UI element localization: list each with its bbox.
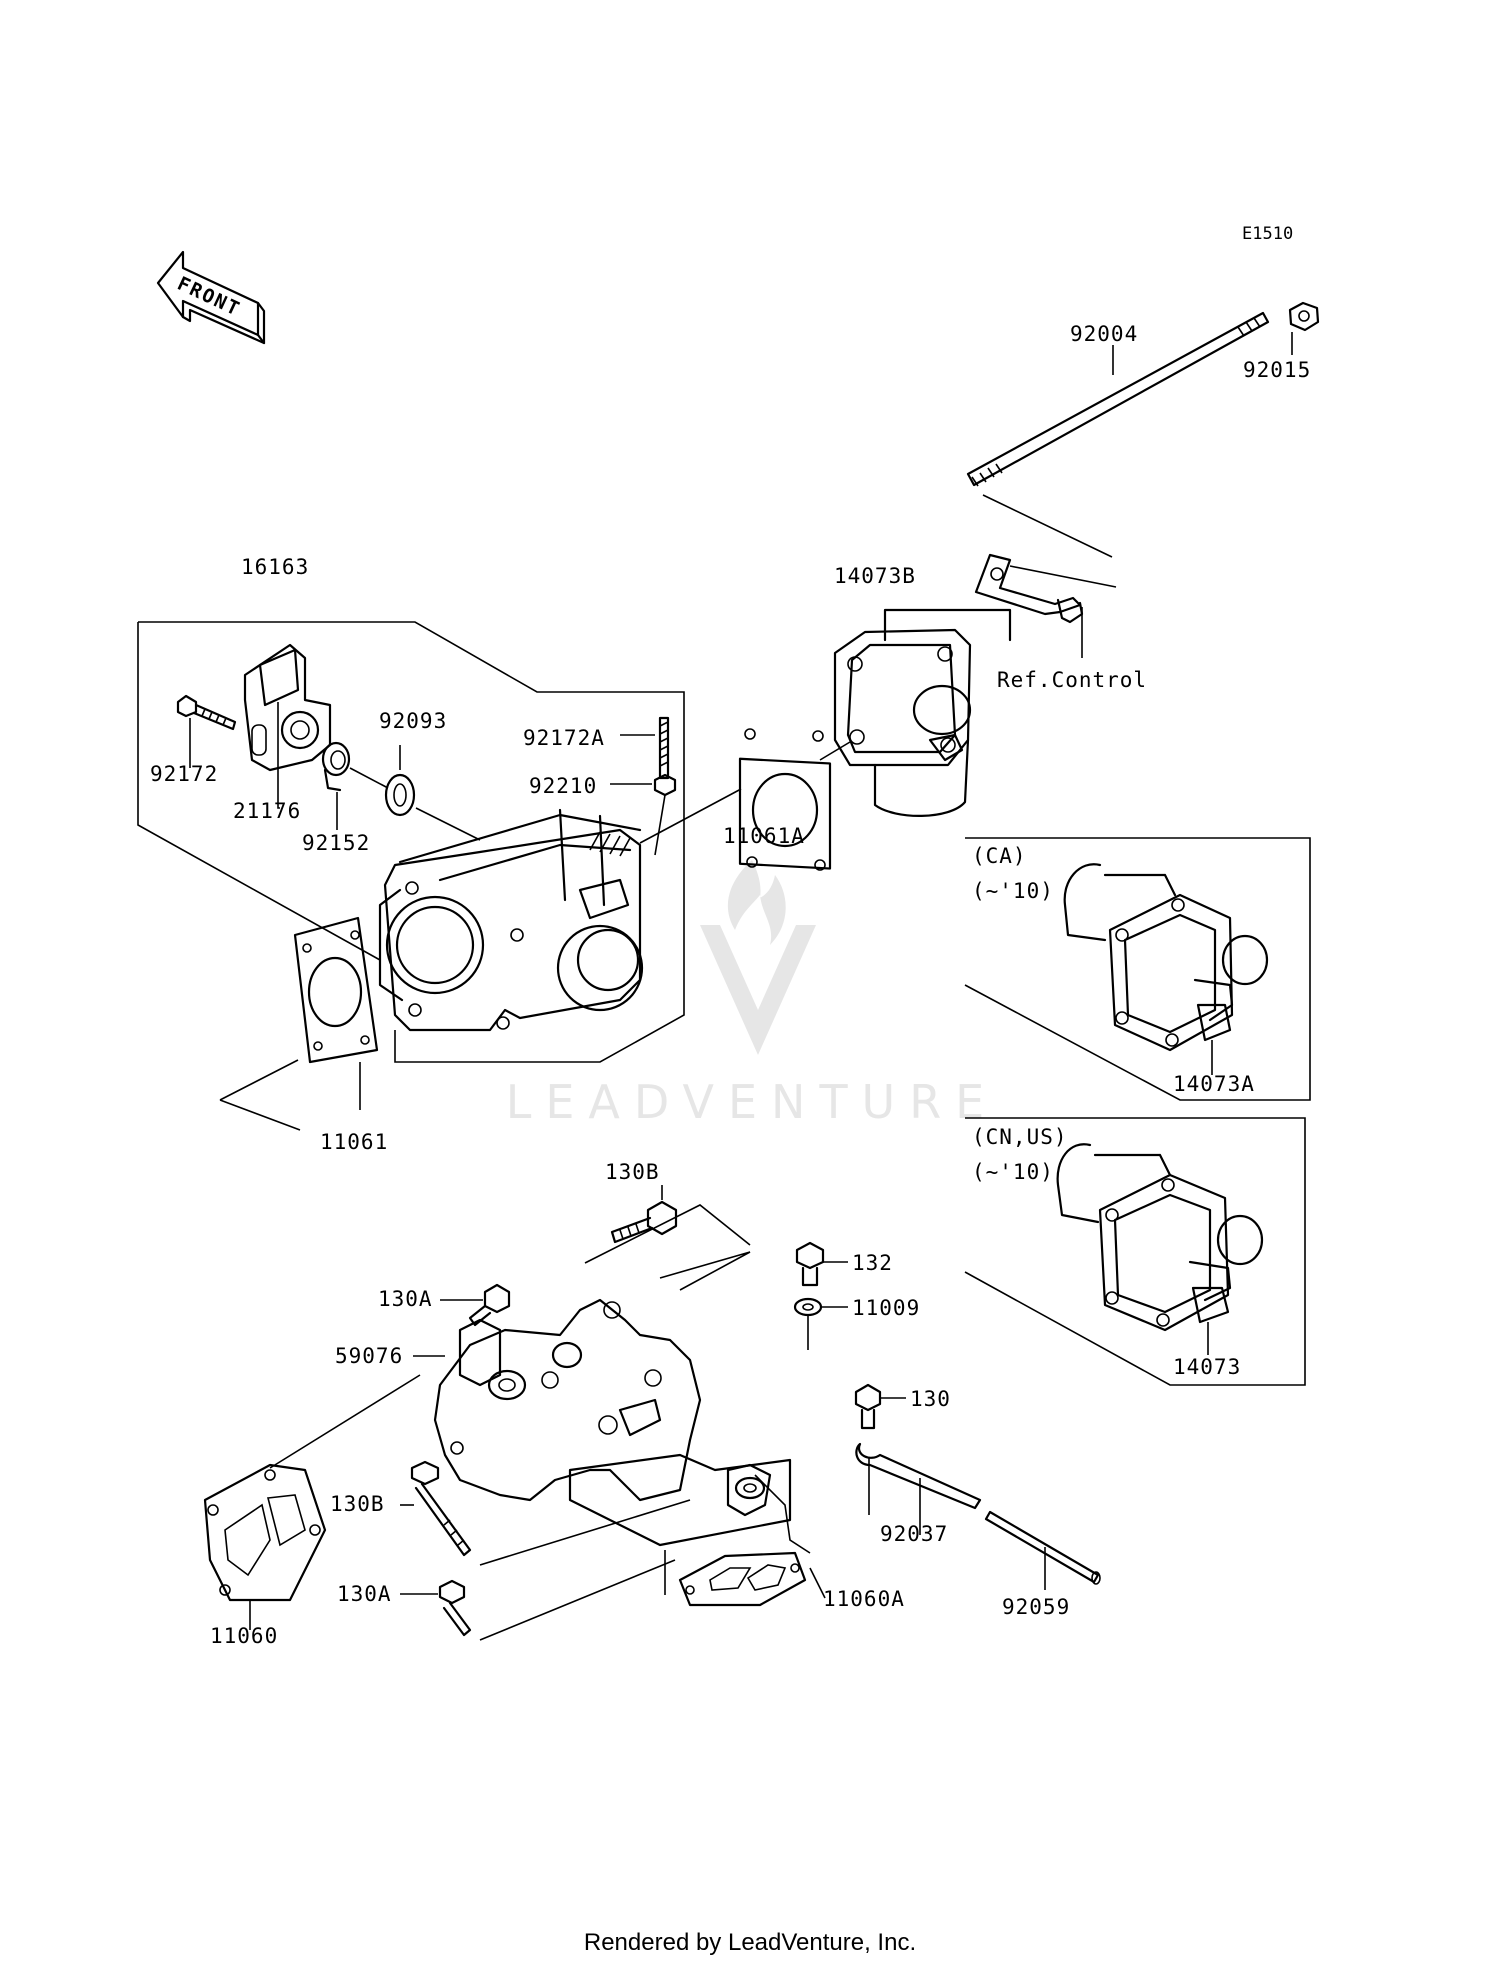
label-ref-control: Ref.Control — [997, 668, 1147, 692]
bolt-130A-left — [438, 1579, 472, 1637]
clip-92152 — [321, 741, 351, 792]
nut-92015 — [1288, 301, 1320, 332]
watermark-text: LEADVENTURE — [506, 1075, 999, 1129]
bolt-130B-top — [610, 1200, 678, 1244]
label-14073: 14073 — [1173, 1355, 1241, 1379]
label-59076: 59076 — [335, 1344, 403, 1368]
label-92004: 92004 — [1070, 322, 1138, 346]
screw-92172A — [658, 716, 670, 780]
label-11060A: 11060A — [823, 1587, 905, 1611]
inset-cnus — [964, 1117, 1306, 1386]
label-92172: 92172 — [150, 762, 218, 786]
leadventure-watermark: LEADVENTURE — [506, 860, 999, 1129]
stud-92004 — [966, 311, 1270, 487]
label-14073A: 14073A — [1173, 1072, 1255, 1096]
throttle-body-16163 — [378, 808, 644, 1032]
water-elbow-14073B — [833, 608, 1012, 817]
label-11009: 11009 — [852, 1296, 920, 1320]
inset-cnus-years: (~'10) — [972, 1160, 1054, 1184]
screw-92172 — [176, 694, 237, 731]
label-14073B: 14073B — [834, 564, 916, 588]
label-130B-left: 130B — [330, 1492, 385, 1516]
inset-ca-years: (~'10) — [972, 879, 1054, 903]
bolt-130A-top — [468, 1283, 511, 1327]
thermostat-housing-59076 — [433, 1298, 792, 1547]
diagram-code: E1510 — [1242, 224, 1293, 244]
label-21176: 21176 — [233, 799, 301, 823]
label-92152: 92152 — [302, 831, 370, 855]
label-92037: 92037 — [880, 1522, 948, 1546]
gasket-11061A — [738, 728, 832, 871]
label-16163: 16163 — [241, 555, 309, 579]
label-92093: 92093 — [379, 709, 447, 733]
label-130A-left: 130A — [337, 1582, 392, 1606]
label-92015: 92015 — [1243, 358, 1311, 382]
washer-11009 — [793, 1297, 823, 1317]
label-11061: 11061 — [320, 1130, 388, 1154]
control-bracket — [974, 553, 1084, 624]
label-92059: 92059 — [1002, 1595, 1070, 1619]
label-132: 132 — [852, 1251, 893, 1275]
front-arrow-icon: FRONT — [156, 250, 266, 345]
sensor-21176 — [243, 643, 332, 772]
label-92172A: 92172A — [523, 726, 605, 750]
gasket-11061 — [293, 916, 379, 1064]
footer-credit: Rendered by LeadVenture, Inc. — [584, 1929, 916, 1956]
label-92210: 92210 — [529, 774, 597, 798]
inset-ca-region: (CA) — [972, 844, 1027, 868]
strap-92037 — [855, 1442, 982, 1510]
bolt-130 — [854, 1383, 882, 1430]
label-130A-top: 130A — [378, 1287, 433, 1311]
oring-92093 — [384, 773, 416, 817]
bolt-130B-left — [410, 1460, 472, 1557]
pipe-92059 — [984, 1510, 1101, 1585]
label-11061A: 11061A — [723, 824, 805, 848]
gasket-11060A — [678, 1551, 807, 1607]
inset-cnus-region: (CN,US) — [972, 1125, 1068, 1149]
gasket-11060 — [203, 1463, 327, 1602]
label-11060: 11060 — [210, 1624, 278, 1648]
label-130B-top: 130B — [605, 1160, 660, 1184]
inset-ca — [964, 837, 1311, 1101]
label-130: 130 — [910, 1387, 951, 1411]
nut-92210 — [653, 773, 677, 797]
bolt-132 — [795, 1241, 825, 1287]
